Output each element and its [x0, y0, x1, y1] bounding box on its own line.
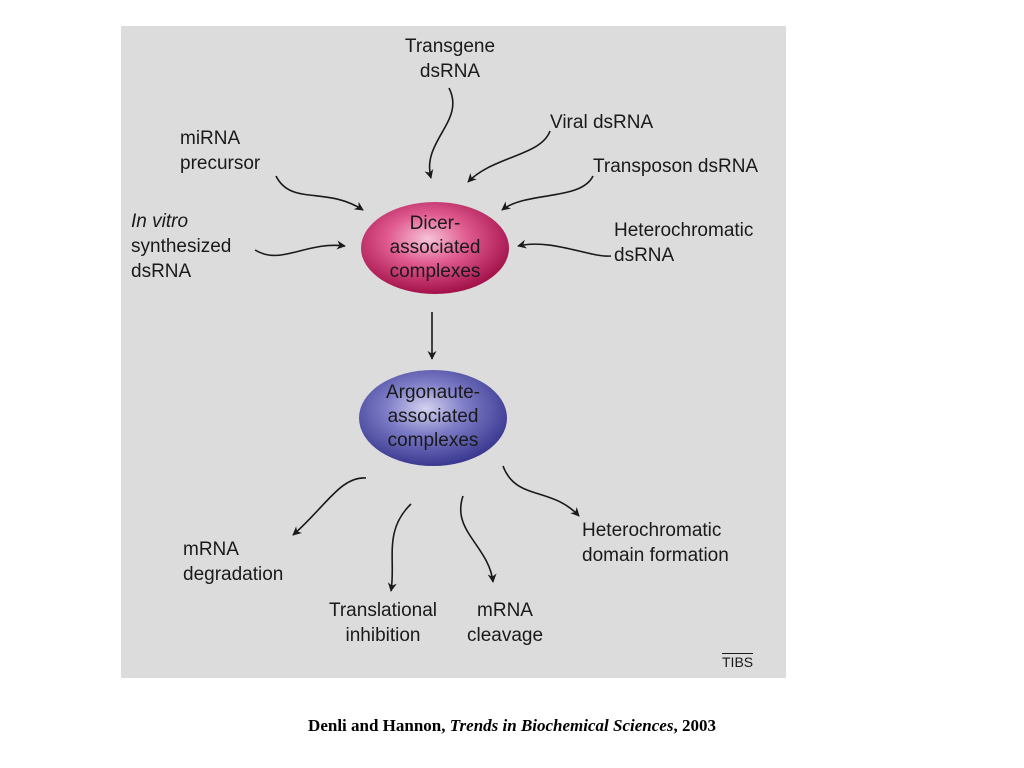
label-line: dsRNA [614, 245, 675, 266]
label-line: cleavage [466, 625, 544, 646]
label-line: Dicer- [409, 213, 461, 234]
label-transgene-dsrna: Transgene dsRNA [383, 34, 517, 84]
arrow-mrna-degradation [292, 477, 367, 536]
label-line: associated [389, 237, 481, 258]
label-line: degradation [183, 564, 284, 585]
arrow-cleavage [460, 495, 497, 583]
citation-authors: Denli and Hannon, [308, 716, 446, 735]
arrow-heterochromatic-domain [502, 465, 580, 517]
label-line: dsRNA [131, 261, 192, 282]
arrow-transposon [501, 175, 594, 211]
label-line: inhibition [345, 625, 421, 646]
label-line: Translational [328, 600, 438, 621]
label-transposon-dsrna: Transposon dsRNA [593, 156, 759, 177]
citation-journal: Trends in Biochemical Sciences [449, 716, 674, 735]
diagram-graphics [254, 87, 612, 592]
citation: Denli and Hannon, Trends in Biochemical … [0, 716, 1024, 736]
label-heterochromatic-dsrna: Heterochromatic dsRNA [614, 218, 753, 268]
label-line: synthesized [131, 236, 232, 257]
label-line: Transgene [404, 36, 496, 57]
rnai-pathway-diagram: Transgene dsRNA Viral dsRNA Transposon d… [121, 26, 786, 678]
label-line: Heterochromatic [614, 220, 754, 241]
label-translational-inhibition: Translational inhibition [316, 598, 450, 648]
label-line: associated [387, 406, 479, 427]
label-heterochromatic-domain-formation: Heterochromatic domain formation [582, 518, 729, 568]
label-line: domain formation [582, 545, 729, 566]
label-mirna-precursor: miRNA precursor [180, 126, 260, 176]
label-line: dsRNA [419, 61, 481, 82]
label-mrna-degradation: mRNA degradation [183, 537, 323, 587]
label-line: In vitro [131, 211, 189, 232]
label-line: complexes [389, 261, 481, 282]
label-line: mRNA [477, 600, 533, 621]
label-line: Heterochromatic [582, 520, 722, 541]
arrow-invitro [254, 240, 346, 257]
label-line: precursor [180, 153, 261, 174]
dicer-complex-label: Dicer- associated complexes [361, 212, 509, 284]
label-viral-dsrna: Viral dsRNA [550, 112, 654, 133]
arrow-translational [387, 503, 412, 592]
label-line: complexes [387, 430, 479, 451]
journal-mark: TIBS [722, 653, 754, 670]
citation-year: , 2003 [673, 716, 716, 735]
label-line: mRNA [183, 539, 239, 560]
arrow-viral [467, 130, 551, 183]
arrow-transgene [424, 87, 454, 179]
argonaute-complex-label: Argonaute- associated complexes [359, 381, 507, 453]
dicer-complex-ellipse [361, 202, 509, 294]
arrow-mirna [275, 175, 364, 211]
label-mrna-cleavage: mRNA cleavage [455, 598, 555, 648]
arrow-heterochromatic [517, 239, 612, 257]
label-line: Argonaute- [385, 382, 480, 403]
label-in-vitro-dsrna: In vitro synthesized dsRNA [131, 209, 231, 284]
argonaute-complex-ellipse [359, 370, 507, 466]
label-line: miRNA [180, 128, 241, 149]
